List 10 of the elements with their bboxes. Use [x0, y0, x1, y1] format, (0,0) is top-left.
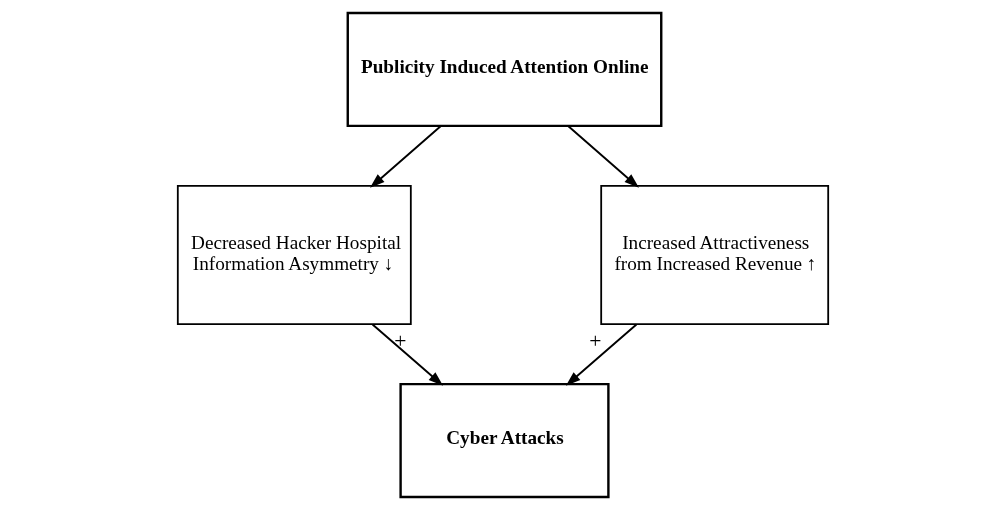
- edge-label: +: [588, 328, 601, 353]
- node-box: Cyber Attacks: [398, 382, 610, 499]
- node-box: Publicity Induced Attention Online: [346, 11, 662, 128]
- edge-label: +: [393, 328, 407, 353]
- arrow: [565, 323, 637, 386]
- arrow: [371, 323, 443, 386]
- arrow: [566, 125, 639, 188]
- node-box: Increased Attractiveness from Increased Revenue ↑: [599, 185, 829, 325]
- arrow: [369, 125, 442, 188]
- node-box: Decreased Hacker Hospital Information Asymmetry ↓: [176, 185, 412, 325]
